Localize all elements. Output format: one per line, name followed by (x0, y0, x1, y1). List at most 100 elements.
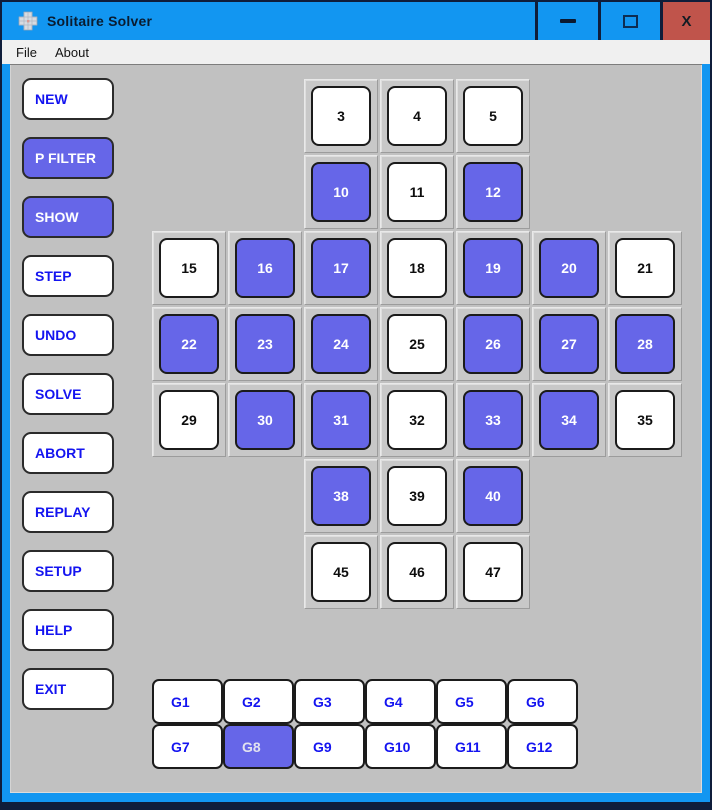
board-cell-45-empty[interactable]: 45 (311, 542, 371, 602)
sidebar-button-p-filter[interactable]: P FILTER (22, 137, 114, 179)
board-cell-11-empty[interactable]: 11 (387, 162, 447, 222)
board-cell-30-peg[interactable]: 30 (235, 390, 295, 450)
board-cell-21-empty[interactable]: 21 (615, 238, 675, 298)
board-cell-frame-18: 18 (380, 231, 454, 305)
board-cell-frame-28: 28 (608, 307, 682, 381)
board-cell-27-peg[interactable]: 27 (539, 314, 599, 374)
menu-file[interactable]: File (16, 44, 37, 60)
group-button-g12[interactable]: G12 (507, 724, 578, 769)
group-button-g7[interactable]: G7 (152, 724, 223, 769)
board-cell-frame-32: 32 (380, 383, 454, 457)
window-title: Solitaire Solver (47, 13, 153, 29)
board-cell-23-peg[interactable]: 23 (235, 314, 295, 374)
group-button-g8[interactable]: G8 (223, 724, 294, 769)
board-cell-frame-35: 35 (608, 383, 682, 457)
board-cell-frame-29: 29 (152, 383, 226, 457)
board-cell-31-peg[interactable]: 31 (311, 390, 371, 450)
board-cell-28-peg[interactable]: 28 (615, 314, 675, 374)
minimize-button[interactable] (535, 2, 598, 40)
sidebar-button-abort[interactable]: ABORT (22, 432, 114, 474)
group-button-g3[interactable]: G3 (294, 679, 365, 724)
board-cell-26-peg[interactable]: 26 (463, 314, 523, 374)
group-button-g5[interactable]: G5 (436, 679, 507, 724)
group-button-g10[interactable]: G10 (365, 724, 436, 769)
board-cell-10-peg[interactable]: 10 (311, 162, 371, 222)
board-cell-frame-4: 4 (380, 79, 454, 153)
board-cell-frame-17: 17 (304, 231, 378, 305)
board-cell-24-peg[interactable]: 24 (311, 314, 371, 374)
board-cell-frame-15: 15 (152, 231, 226, 305)
board-cell-frame-21: 21 (608, 231, 682, 305)
sidebar-button-new[interactable]: NEW (22, 78, 114, 120)
sidebar-button-solve[interactable]: SOLVE (22, 373, 114, 415)
board-cell-38-peg[interactable]: 38 (311, 466, 371, 526)
board-cell-4-empty[interactable]: 4 (387, 86, 447, 146)
board-cell-frame-20: 20 (532, 231, 606, 305)
board-cell-frame-25: 25 (380, 307, 454, 381)
client-area: NEW P FILTER SHOW STEP UNDO SOLVE ABORT REPLAY S… (10, 64, 702, 793)
menubar: File About (2, 40, 710, 64)
board-cell-frame-3: 3 (304, 79, 378, 153)
board-cell-frame-10: 10 (304, 155, 378, 229)
board-cell-16-peg[interactable]: 16 (235, 238, 295, 298)
board-cell-33-peg[interactable]: 33 (463, 390, 523, 450)
board-cell-frame-19: 19 (456, 231, 530, 305)
board-cell-frame-40: 40 (456, 459, 530, 533)
board-cell-frame-12: 12 (456, 155, 530, 229)
board-cell-frame-26: 26 (456, 307, 530, 381)
board-cell-3-empty[interactable]: 3 (311, 86, 371, 146)
board-cell-35-empty[interactable]: 35 (615, 390, 675, 450)
board-cell-frame-24: 24 (304, 307, 378, 381)
group-button-g4[interactable]: G4 (365, 679, 436, 724)
board-cell-frame-45: 45 (304, 535, 378, 609)
board-cell-frame-30: 30 (228, 383, 302, 457)
board-cell-40-peg[interactable]: 40 (463, 466, 523, 526)
app-icon (18, 11, 38, 31)
board-cell-34-peg[interactable]: 34 (539, 390, 599, 450)
titlebar: Solitaire Solver X (2, 2, 710, 40)
board-cell-5-empty[interactable]: 5 (463, 86, 523, 146)
board-cell-20-peg[interactable]: 20 (539, 238, 599, 298)
board-cell-17-peg[interactable]: 17 (311, 238, 371, 298)
board-cell-39-empty[interactable]: 39 (387, 466, 447, 526)
group-button-g11[interactable]: G11 (436, 724, 507, 769)
board-cell-46-empty[interactable]: 46 (387, 542, 447, 602)
board-cell-frame-34: 34 (532, 383, 606, 457)
board-cell-22-peg[interactable]: 22 (159, 314, 219, 374)
board-cell-frame-11: 11 (380, 155, 454, 229)
sidebar-button-undo[interactable]: UNDO (22, 314, 114, 356)
board-cell-frame-31: 31 (304, 383, 378, 457)
maximize-button[interactable] (598, 2, 660, 40)
window-controls: X (535, 2, 710, 40)
board-cell-25-empty[interactable]: 25 (387, 314, 447, 374)
board-cell-frame-23: 23 (228, 307, 302, 381)
close-button[interactable]: X (660, 2, 710, 40)
board-cell-18-empty[interactable]: 18 (387, 238, 447, 298)
board-cell-32-empty[interactable]: 32 (387, 390, 447, 450)
board-cell-frame-27: 27 (532, 307, 606, 381)
board-cell-47-empty[interactable]: 47 (463, 542, 523, 602)
group-button-g6[interactable]: G6 (507, 679, 578, 724)
sidebar-button-replay[interactable]: REPLAY (22, 491, 114, 533)
group-button-g9[interactable]: G9 (294, 724, 365, 769)
sidebar-button-setup[interactable]: SETUP (22, 550, 114, 592)
board-cell-frame-33: 33 (456, 383, 530, 457)
board-cell-12-peg[interactable]: 12 (463, 162, 523, 222)
maximize-icon (623, 14, 638, 28)
group-button-g1[interactable]: G1 (152, 679, 223, 724)
sidebar-button-help[interactable]: HELP (22, 609, 114, 651)
sidebar-button-show[interactable]: SHOW (22, 196, 114, 238)
board-cell-frame-38: 38 (304, 459, 378, 533)
board-cell-frame-22: 22 (152, 307, 226, 381)
board-cell-frame-46: 46 (380, 535, 454, 609)
board-cell-frame-16: 16 (228, 231, 302, 305)
board-cell-29-empty[interactable]: 29 (159, 390, 219, 450)
board-cell-19-peg[interactable]: 19 (463, 238, 523, 298)
group-button-g2[interactable]: G2 (223, 679, 294, 724)
sidebar-button-exit[interactable]: EXIT (22, 668, 114, 710)
board-cell-15-empty[interactable]: 15 (159, 238, 219, 298)
minimize-icon (560, 19, 576, 23)
menu-about[interactable]: About (54, 44, 89, 60)
sidebar-button-step[interactable]: STEP (22, 255, 114, 297)
close-icon: X (681, 12, 692, 30)
